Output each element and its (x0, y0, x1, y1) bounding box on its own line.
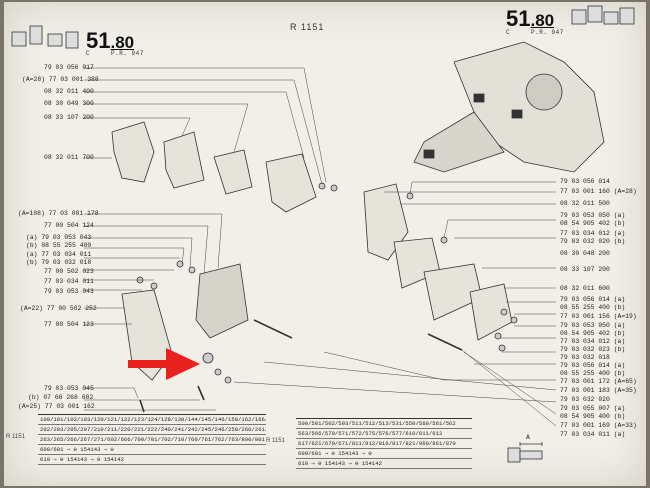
page-sub-c-right: C (506, 29, 511, 36)
part-number: 77 03 034 012 (a) (560, 230, 626, 237)
table-row: 500/501/502/503/511/512/513/531/550/560/… (296, 419, 472, 429)
leader-lines-left (84, 67, 327, 411)
highlight-arrow-icon (128, 348, 200, 380)
table-row: 100/101/102/103/120/121/122/123/124/128/… (38, 416, 266, 425)
part-number: 79 03 056 014 (a) (560, 296, 626, 303)
part-number: 79 03 032 020 (b) (560, 238, 626, 245)
model-table-left: 100/101/102/103/120/121/122/123/124/128/… (38, 414, 266, 465)
table-row: 202/203/205/207/210/211/220/221/222/240/… (38, 426, 266, 435)
part-number: 08 54 905 400 (b) (560, 413, 626, 420)
part-number: (a) 79 03 053 043 (26, 234, 92, 241)
bolt-dimension-label: A (526, 434, 530, 441)
table-row: 617/621/670/671/811/812/816/817/821/960/… (296, 439, 472, 449)
table-row: 600/601 ⇒ ⊖ 154143 ⇒ ⊖ (296, 449, 472, 459)
table-row: 610 ⇒ ⊖ 154143 ⇒ ⊖ 154142 (296, 459, 472, 469)
page-sub-c-left: C (86, 50, 91, 57)
part-number: 08 30 048 200 (560, 250, 610, 257)
part-number: 77 03 034 011 (a) (560, 431, 626, 438)
engine-gearbox-icon (413, 41, 605, 173)
part-number: (a) 77 03 034 011 (26, 251, 92, 258)
part-number: 79 03 056 014 (560, 178, 610, 185)
part-number: 79 03 053 045 (44, 385, 94, 392)
part-number: 79 03 032 023 (b) (560, 346, 626, 353)
part-number: (A=108) 77 03 001 178 (18, 210, 99, 217)
part-number: 79 03 053 050 (a) (560, 212, 626, 219)
part-number: (A=22) 77 00 502 252 (20, 305, 97, 312)
part-number: 77 00 504 124 (44, 222, 94, 229)
part-number: 77 03 001 169 (A=33) (560, 422, 637, 429)
part-number: (b) 07 66 268 602 (28, 394, 94, 401)
table-row: 563/566/570/571/572/575/576/577/610/611/… (296, 429, 472, 439)
part-number: 79 03 053 043 (44, 288, 94, 295)
part-number: 77 03 001 183 (A=35) (560, 387, 637, 394)
part-number: (b) 08 55 255 400 (26, 242, 92, 249)
part-number: (A=28) 77 03 001 388 (22, 76, 99, 83)
page-number-main: 51 (86, 28, 111, 53)
thumbnail-left-icon (11, 25, 79, 49)
part-number: 77 00 504 123 (44, 321, 94, 328)
part-number: 79 03 056 017 (44, 64, 94, 71)
part-number: 79 03 032 018 (560, 354, 610, 361)
bracket-parts-icon (111, 121, 513, 381)
part-number: 77 03 034 012 (a) (560, 338, 626, 345)
part-number: 08 55 255 400 (b) (560, 370, 626, 377)
part-number: 08 54 905 402 (b) (560, 220, 626, 227)
part-number: 77 03 001 160 (A=28) (560, 188, 637, 195)
bolt-dimension-icon (507, 442, 543, 463)
part-number: (A=25) 77 03 001 162 (18, 403, 95, 410)
part-number: 08 30 049 300 (44, 100, 94, 107)
page-sub-pr-right: P.R. 947 (531, 29, 564, 36)
page-number-decimal: .80 (110, 33, 135, 52)
part-number: (b) 79 03 032 018 (26, 259, 92, 266)
part-number: 08 55 255 400 (b) (560, 304, 626, 311)
part-number: 79 03 032 020 (560, 396, 610, 403)
table-row: 610 ⇒ ⊖ 154143 ⇒ ⊖ 154142 (38, 455, 266, 465)
part-number: 08 33 107 200 (560, 266, 610, 273)
table-row: 263/265/266/267/271/602/666/700/701/702/… (38, 436, 266, 445)
thumbnail-right-icon (571, 5, 635, 25)
part-number: 77 03 001 156 (A=19) (560, 313, 637, 320)
table-label-left: R 1151 (6, 434, 25, 440)
part-number: 08 32 011 500 (560, 200, 610, 207)
page-number-right: 51.80 (506, 6, 554, 32)
part-number: 79 03 056 014 (a) (560, 362, 626, 369)
leader-lines-right (233, 181, 557, 427)
table-row: 600/601 ⇒ ⊖ 154143 ⇒ ⊖ (38, 445, 266, 455)
exploded-diagram (11, 5, 635, 463)
part-number: 08 32 011 700 (44, 154, 94, 161)
fastener-icons (136, 182, 518, 413)
reference-code: R 1151 (290, 22, 325, 32)
page-number-main: 51 (506, 6, 531, 31)
catalog-page: 51.80 C P.R. 947 51.80 C P.R. 947 R 1151 (4, 2, 646, 486)
part-number: 77 03 001 172 (A=65) (560, 378, 637, 385)
table-label-right: R 1151 (266, 438, 285, 444)
model-table-right: 500/501/502/503/511/512/513/531/550/560/… (296, 418, 472, 469)
part-number: 08 33 107 200 (44, 114, 94, 121)
part-number: 79 03 055 007 (a) (560, 405, 626, 412)
page-number-left: 51.80 (86, 28, 134, 54)
page-number-decimal: .80 (530, 11, 555, 30)
part-number: 77 03 034 011 (44, 278, 94, 285)
page-sub-pr-left: P.R. 947 (111, 50, 144, 57)
part-number: 77 00 502 023 (44, 268, 94, 275)
part-number: 08 32 011 600 (560, 285, 610, 292)
part-number: 79 03 053 050 (a) (560, 322, 626, 329)
part-number: 08 32 011 400 (44, 88, 94, 95)
part-number: 08 54 905 402 (b) (560, 330, 626, 337)
